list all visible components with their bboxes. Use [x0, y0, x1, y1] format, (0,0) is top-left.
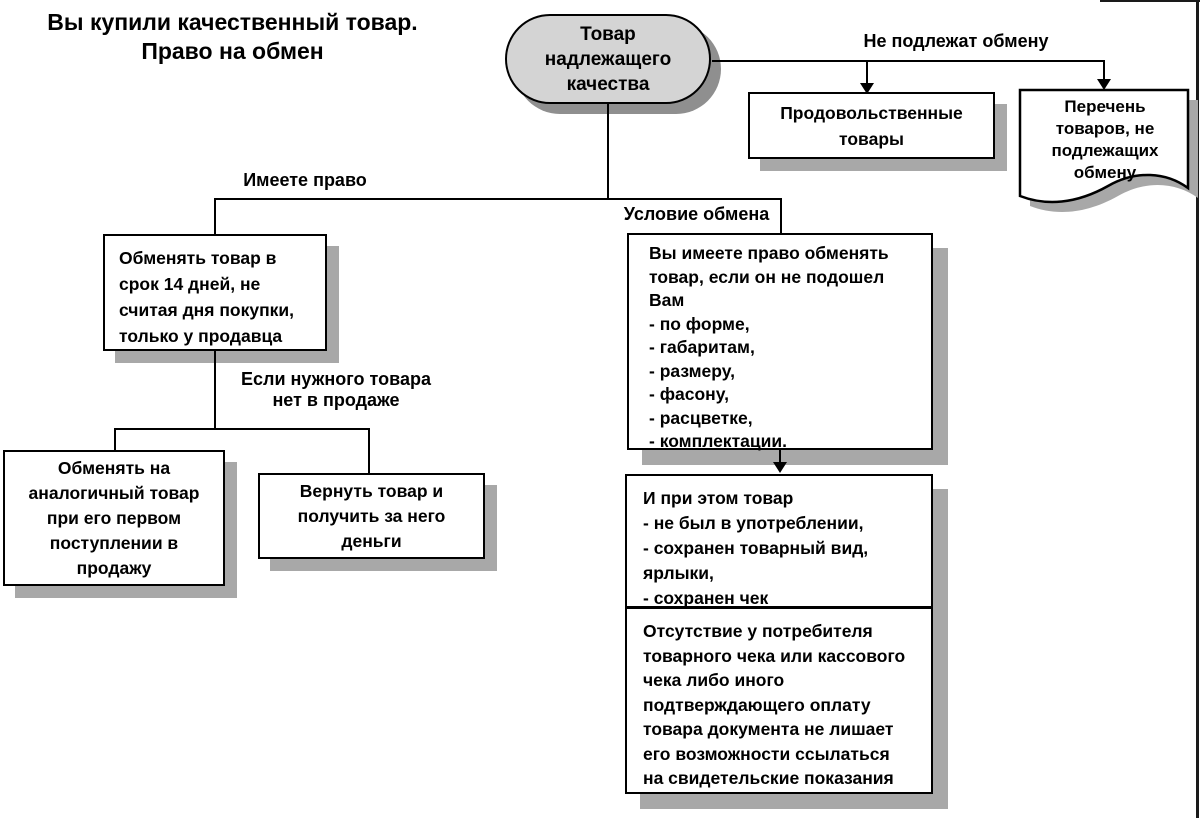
diagram-title: Вы купили качественный товар. Право на о…: [47, 9, 418, 64]
node-exchange-similar: Обменять на аналогичный товар при его пе…: [3, 450, 225, 586]
connector-right-drop: [780, 200, 782, 234]
page-right-border: [1196, 0, 1199, 818]
arrowhead-goods-state: [773, 462, 787, 473]
connector-not-exchangeable-horizontal: [712, 60, 1105, 62]
connector-food-goods-vertical: [866, 62, 868, 85]
node-exchange-14-days: Обменять товар в срок 14 дней, не считая…: [103, 234, 327, 351]
connector-mid-arrow-stem: [779, 449, 781, 463]
connector-stadium-stem: [607, 104, 609, 200]
label-exchange-condition: Условие обмена: [623, 204, 770, 224]
connector-main-horizontal: [214, 198, 782, 200]
node-food-goods: Продовольственные товары: [748, 92, 995, 159]
doc-list-text: Перечень товаров, не подлежащих обмену: [1051, 97, 1159, 182]
arrowhead-doc-list: [1097, 79, 1111, 90]
node-exchange-reasons: Вы имеете право обменять товар, если он …: [627, 233, 933, 451]
node-doc-list: Перечень товаров, не подлежащих обмену: [1018, 88, 1200, 220]
connector-left-drop: [214, 200, 216, 236]
node-goods-state: И при этом товар - не был в употреблении…: [625, 474, 933, 608]
arrowhead-food-goods: [860, 83, 874, 94]
doc-shape-body: [1018, 88, 1190, 204]
doc-shape: [1018, 88, 1198, 212]
page-top-border: [1100, 0, 1200, 2]
label-not-exchangeable: Не подлежат обмену: [863, 31, 1049, 51]
connector-split-horizontal: [114, 428, 370, 430]
connector-doc-list-vertical: [1103, 62, 1105, 80]
node-no-receipt: Отсутствие у потребителя товарного чека …: [625, 607, 933, 794]
label-if-unavailable: Если нужного товара нет в продаже: [241, 369, 431, 410]
node-goods-proper-quality: Товар надлежащего качества: [505, 14, 711, 104]
connector-left-stem-2: [214, 349, 216, 430]
label-have-right: Имеете право: [243, 170, 367, 190]
connector-split-right-drop: [368, 430, 370, 474]
node-refund: Вернуть товар и получить за него деньги: [258, 473, 485, 559]
connector-split-left-drop: [114, 430, 116, 452]
